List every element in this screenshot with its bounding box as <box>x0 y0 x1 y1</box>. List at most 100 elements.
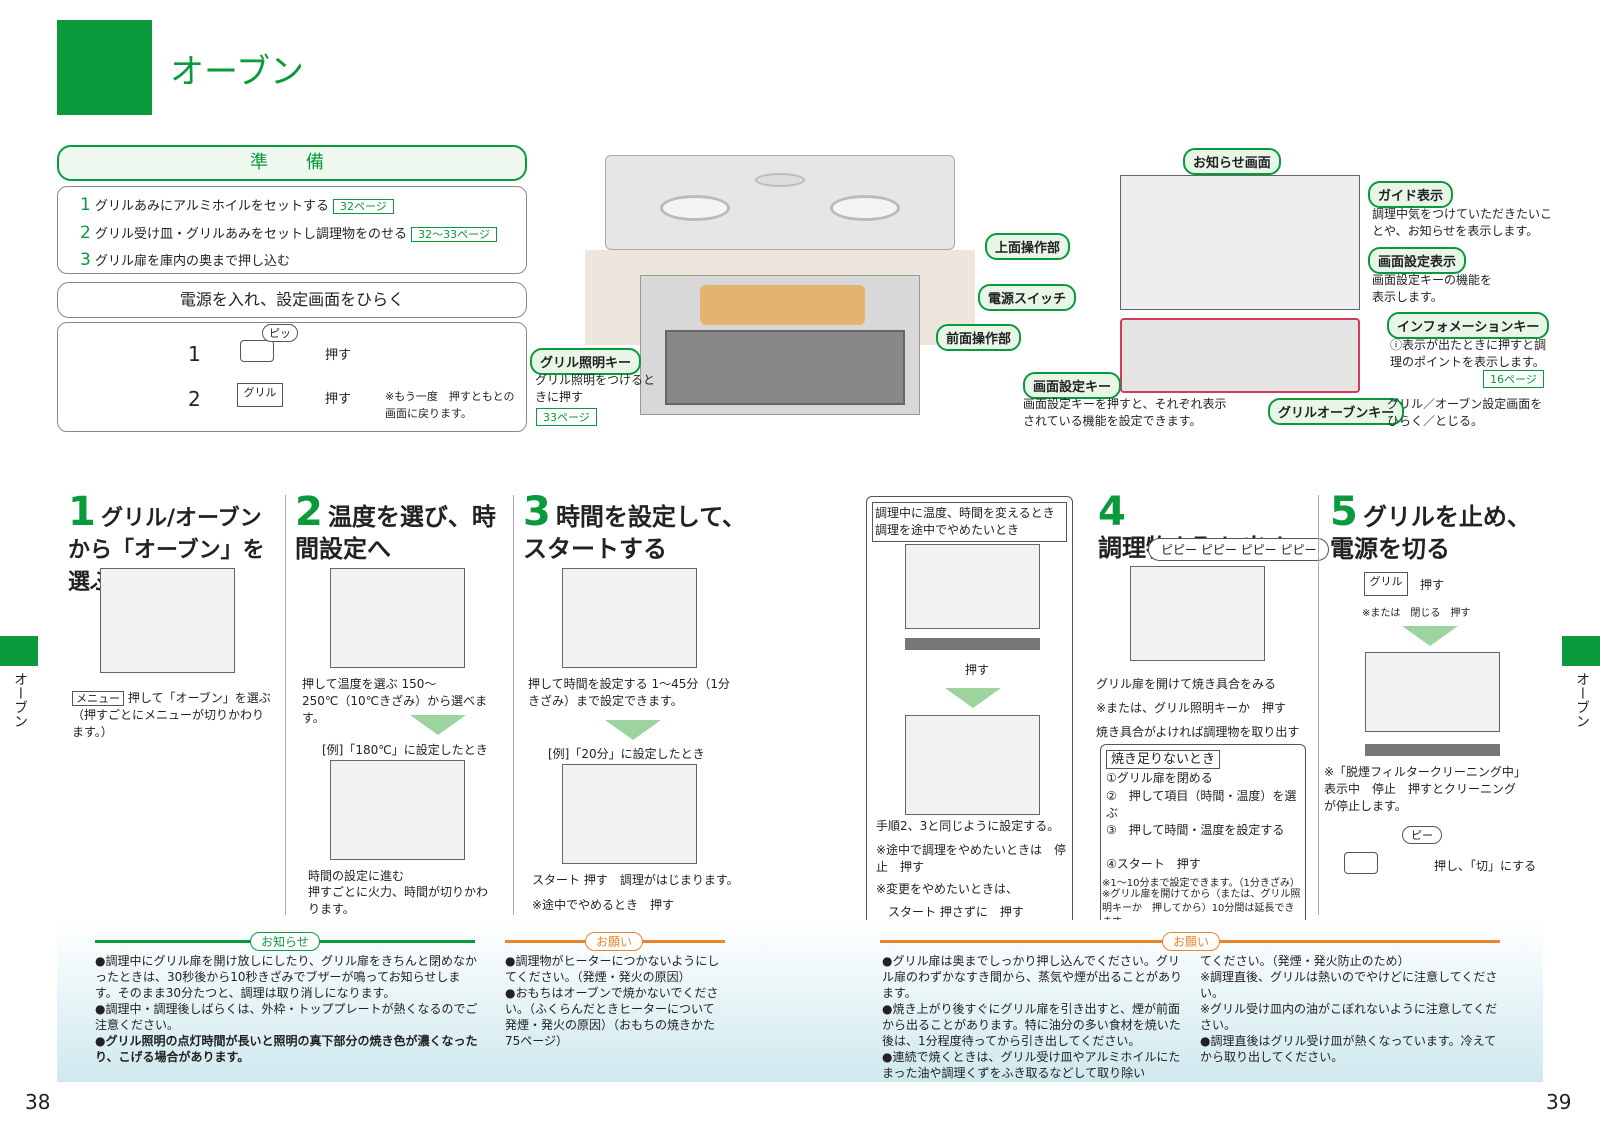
step-2-after: 時間の設定に進む <box>308 869 405 883</box>
page-number-left: 38 <box>25 1090 51 1114</box>
callout-info-key: インフォメーションキー <box>1387 312 1550 339</box>
power-row1-num: 1 <box>188 342 201 366</box>
step-3-title: 時間を設定して、スタートする <box>523 503 747 563</box>
onegai2-title: お願い <box>1162 932 1221 951</box>
step-2-example: [例]「180℃」に設定したとき <box>322 743 488 757</box>
onegai2-notice-right: てください。（発煙・発火防止のため） ※調理直後、グリルは熱いのでやけどに注意し… <box>1200 953 1505 1065</box>
callout-grill-light-key: グリル照明キー <box>530 348 642 375</box>
step-5-desc1: 押す <box>1420 578 1445 592</box>
step-4-box4: ④スタート 押す <box>1106 857 1201 871</box>
power-row2-action: 押す <box>325 392 352 407</box>
power-button-icon <box>240 340 274 362</box>
prep-item-3: 3 グリル扉を庫内の奥まで押し込む <box>80 250 290 270</box>
onegai2-4: てください。（発煙・発火防止のため） <box>1200 954 1410 968</box>
onegai2-notice-left: ●グリル扉は奥までしっかり押し込んでください。グリル扉のわずかなすき間から、蒸気… <box>882 953 1187 1081</box>
divider-2 <box>513 495 514 915</box>
step-4-lcd <box>1130 566 1265 661</box>
step-4-desc2: ※または、グリル照明キーか 押す <box>1096 701 1287 715</box>
change-title: 調理中に温度、時間を変えるとき調理を途中でやめたいとき <box>872 502 1067 542</box>
step-5-beep: ピー <box>1402 826 1442 844</box>
right-side-tab <box>1562 636 1600 666</box>
left-side-label: オーブン <box>12 672 28 728</box>
down-arrow <box>410 715 466 735</box>
step-2-desc: 押して温度を選ぶ 150～250℃（10℃きざみ）から選べます。 <box>302 677 488 725</box>
prep-ref-2[interactable]: 32～33ページ <box>411 227 497 242</box>
callout-setting-display: 画面設定表示 <box>1368 247 1467 274</box>
page-title: オーブン <box>170 52 304 92</box>
title-block <box>57 20 152 115</box>
power-box <box>57 322 527 432</box>
prep-num-2: 2 <box>80 223 91 243</box>
step-3-start: スタート 押す 調理がはじまります。 <box>532 873 739 887</box>
step-3-num: 3 <box>523 489 551 535</box>
change-desc1: 手順2、3と同じように設定する。 <box>876 819 1060 833</box>
step-3-stop: ※途中でやめるとき 押す <box>532 898 675 912</box>
change-lcd-2 <box>905 715 1040 815</box>
notice-screen-lcd <box>1120 175 1360 310</box>
info-ref[interactable]: 16ページ <box>1483 370 1544 388</box>
prep-num-3: 3 <box>80 250 91 270</box>
cooktop-illustration <box>585 155 975 415</box>
step-1-num: 1 <box>68 489 96 535</box>
step-3-heading: 3 時間を設定して、スタートする <box>523 492 763 565</box>
prep-text-1: グリルあみにアルミホイルをセットする <box>94 199 329 214</box>
left-side-tab <box>0 636 38 666</box>
step-5-num: 5 <box>1330 489 1358 535</box>
right-side-label: オーブン <box>1574 672 1590 728</box>
step-5-lcd <box>1365 652 1500 732</box>
power-row1-action: 押す <box>325 348 352 363</box>
step-4-box3: ③ 押して時間・温度を設定する <box>1106 823 1285 837</box>
step-5-desc2: ※または 閉じる 押す <box>1362 608 1471 619</box>
oshirase-3: ●グリル照明の点灯時間が長いと照明の真下部分の焼き色が濃くなったり、こげる場合が… <box>95 1034 478 1064</box>
step-3-desc: 押して時間を設定する 1～45分（1分きざみ）まで設定できます。 <box>528 677 730 708</box>
onegai1-notice: ●調理物がヒーターにつかないようにしてください。（発煙・発火の原因） ●おもちは… <box>505 953 725 1049</box>
prep-num-1: 1 <box>80 195 91 215</box>
step-2-title: 温度を選び、時間設定へ <box>295 503 496 563</box>
callout-top-panel: 上面操作部 <box>985 233 1071 260</box>
step-2-lcd <box>330 568 465 668</box>
down-arrow <box>1402 626 1458 646</box>
prep-text-3: グリル扉を庫内の奥まで押し込む <box>94 254 290 269</box>
step-1-lcd <box>100 568 235 673</box>
step-5-title: グリルを止め、電源を切る <box>1330 503 1531 563</box>
step-4-box1: ①グリル扉を閉める <box>1106 771 1213 785</box>
step-2-heading: 2 温度を選び、時間設定へ <box>295 492 505 565</box>
power-header: 電源を入れ、設定画面をひらく <box>57 282 527 318</box>
change-push: 押す <box>965 663 990 677</box>
onegai2-7: ●調理直後はグリル受け皿が熱くなっています。冷えてから取り出してください。 <box>1200 1034 1497 1064</box>
prep-box <box>57 186 527 274</box>
change-desc4: スタート 押さずに 押す <box>888 905 1024 919</box>
step-4-beep: ピピー ピピー ピピー ピピー <box>1148 538 1330 561</box>
prep-ref-1[interactable]: 32ページ <box>332 199 394 214</box>
callout-notice-screen: お知らせ画面 <box>1183 148 1281 175</box>
step-4-num: 4 <box>1098 489 1126 535</box>
step-1-desc: メニュー 押して「オーブン」を選ぶ（押すごとにメニューが切りかわります。） <box>72 690 272 741</box>
guide-desc: 調理中気をつけていただきたいことや、お知らせを表示します。 <box>1372 207 1553 238</box>
onegai2-1: ●グリル扉は奥までしっかり押し込んでください。グリル扉のわずかなすき間から、蒸気… <box>882 954 1183 1000</box>
page-number-right: 39 <box>1546 1090 1572 1114</box>
power-note: ※もう一度 押すともとの画面に戻ります。 <box>385 390 515 420</box>
grill-light-ref[interactable]: 33ページ <box>536 408 597 426</box>
prep-header: 準 備 <box>57 145 527 181</box>
change-desc3: ※変更をやめたいときは、 <box>876 882 1019 896</box>
menu-key: メニュー <box>72 691 124 706</box>
prep-item-1: 1 グリルあみにアルミホイルをセットする 32ページ <box>80 195 394 215</box>
callout-guide: ガイド表示 <box>1368 181 1454 208</box>
grill-oven-button-icon: グリル <box>237 383 283 407</box>
step-3-lcd-example <box>562 764 697 864</box>
down-arrow <box>605 720 661 740</box>
step-1-desc-text: 押して「オーブン」を選ぶ（押すごとにメニューが切りかわります。） <box>72 691 271 739</box>
grill-oven-button-icon: グリル <box>1364 572 1408 596</box>
step-5-desc3: ※「脱煙フィルタークリーニング中」表示中 停止 押すとクリーニングが停止します。 <box>1324 765 1520 813</box>
prep-text-2: グリル受け皿・グリルあみをセットし調理物をのせる <box>94 227 407 242</box>
change-lcd-1 <box>905 544 1040 629</box>
onegai2-5: ※調理直後、グリルは熱いのでやけどに注意してください。 <box>1200 970 1498 1000</box>
prep-item-2: 2 グリル受け皿・グリルあみをセットし調理物をのせる 32～33ページ <box>80 223 497 243</box>
divider-4 <box>1318 495 1319 915</box>
step-5-button-bar <box>1365 744 1500 756</box>
oshirase-notice: ●調理中にグリル扉を開け放しにしたり、グリル扉をきちんと閉めなかったときは、30… <box>95 953 480 1065</box>
step-3-example: [例]「20分」に設定したとき <box>548 747 705 761</box>
onegai2-6: ※グリル受け皿内の油がこぼれないように注意してください。 <box>1200 1002 1498 1032</box>
power-row2-num: 2 <box>188 387 201 411</box>
onegai1-2: ●おもちはオーブンで焼かないでください。（ふくらんだときヒーターについて発煙・発… <box>505 986 719 1048</box>
